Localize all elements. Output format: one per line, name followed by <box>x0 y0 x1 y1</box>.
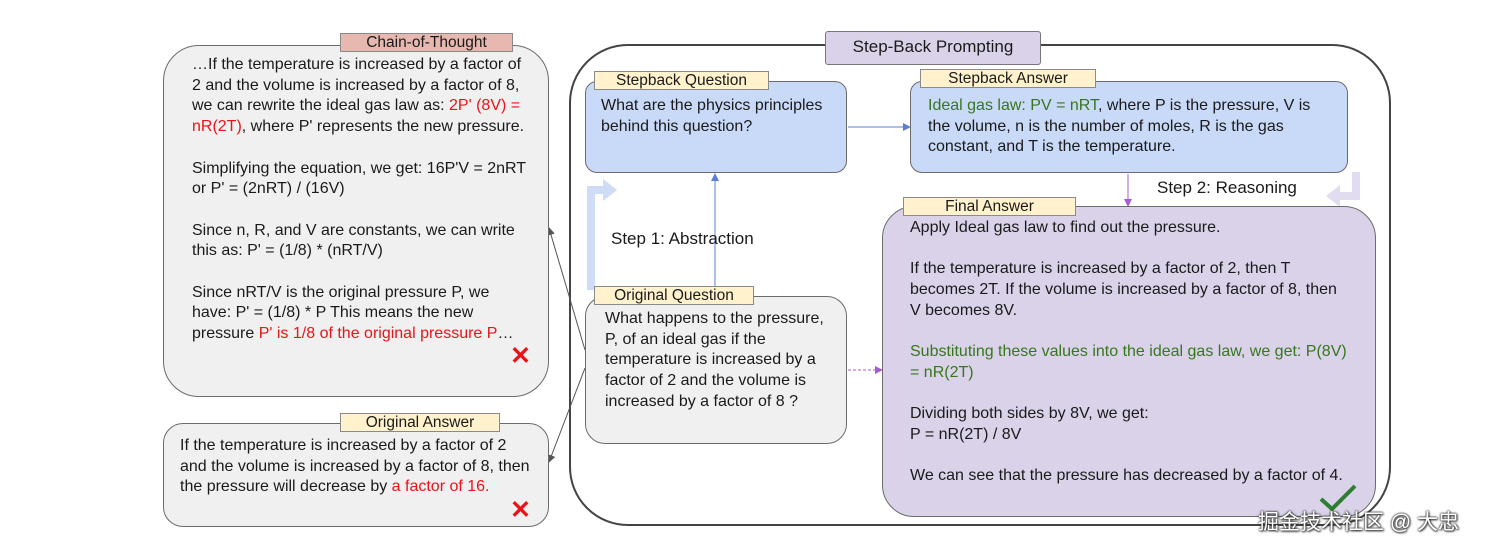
arrow-to-original-answer <box>547 367 586 463</box>
final-answer-tag: Final Answer <box>903 197 1076 216</box>
cot-text: , where P' represents the new pressure. <box>241 118 525 136</box>
chain-of-thought-box: …If the temperature is increased by a fa… <box>163 45 549 397</box>
step-1-label: Step 1: Abstraction <box>611 229 754 248</box>
cot-paragraph-3: Since n, R, and V are constants, we can … <box>192 221 515 260</box>
step1-arrow <box>587 186 605 290</box>
stepback-answer-text: , where P is the pressure, V is the volu… <box>928 97 1311 156</box>
chain-of-thought-tag: Chain-of-Thought <box>340 33 513 52</box>
stepback-answer-highlight: Ideal gas law: PV = nRT <box>928 97 1099 114</box>
cot-paragraph-2: Simplifying the equation, we get: 16P'V … <box>192 159 526 198</box>
cross-mark-icon: ✕ <box>510 342 531 370</box>
final-answer-paragraph-1: Apply Ideal gas law to find out the pres… <box>910 219 1221 236</box>
cot-text: … <box>497 325 514 343</box>
original-answer-text: If the temperature is increased by a fac… <box>180 437 530 496</box>
step2-arrow <box>1338 172 1360 200</box>
check-mark-icon <box>1319 484 1357 512</box>
cot-paragraph-4: Since nRT/V is the original pressure P, … <box>192 283 528 345</box>
original-question-tag: Original Question <box>594 286 754 305</box>
final-answer-box: Apply Ideal gas law to find out the pres… <box>882 206 1376 517</box>
stepback-answer-box: Ideal gas law: PV = nRT, where P is the … <box>910 81 1348 173</box>
stepback-question-text: What are the physics principles behind t… <box>601 97 823 135</box>
original-answer-tag: Original Answer <box>340 413 500 432</box>
final-answer-paragraph-5: We can see that the pressure has decreas… <box>910 467 1343 485</box>
stepback-prompting-title: Step-Back Prompting <box>825 31 1041 65</box>
cot-text: …If the temperature is increased by a fa… <box>192 56 522 115</box>
final-answer-paragraph-3: Substituting these values into the ideal… <box>910 343 1347 381</box>
final-answer-text: Dividing both sides by 8V, we get: <box>910 405 1149 423</box>
stepback-question-box: What are the physics principles behind t… <box>585 81 847 173</box>
step-2-label: Step 2: Reasoning <box>1157 178 1297 197</box>
watermark: 掘金技术社区 @ 大忠 <box>1258 511 1459 534</box>
cot-highlight: 2P' (8V) = nR(2T) <box>192 97 521 136</box>
original-answer-box: If the temperature is increased by a fac… <box>163 423 549 527</box>
arrow-to-cot <box>547 227 586 351</box>
cot-paragraph-1: …If the temperature is increased by a fa… <box>192 55 528 138</box>
final-answer-paragraph-2: If the temperature is increased by a fac… <box>910 260 1337 319</box>
original-answer-highlight: a factor of 16. <box>391 478 490 496</box>
original-question-box: What happens to the pressure, P, of an i… <box>585 296 847 444</box>
original-question-text: What happens to the pressure, P, of an i… <box>605 310 824 410</box>
final-answer-paragraph-4: Dividing both sides by 8V, we get: P = n… <box>910 404 1349 445</box>
final-answer-text: P = nR(2T) / 8V <box>910 425 1022 443</box>
stepback-question-tag: Stepback Question <box>594 71 769 90</box>
cot-highlight: P' is 1/8 of the original pressure P <box>258 325 498 343</box>
stepback-answer-tag: Stepback Answer <box>920 69 1096 88</box>
cross-mark-icon: ✕ <box>510 496 531 524</box>
cot-text: Since nRT/V is the original pressure P, … <box>192 283 490 343</box>
